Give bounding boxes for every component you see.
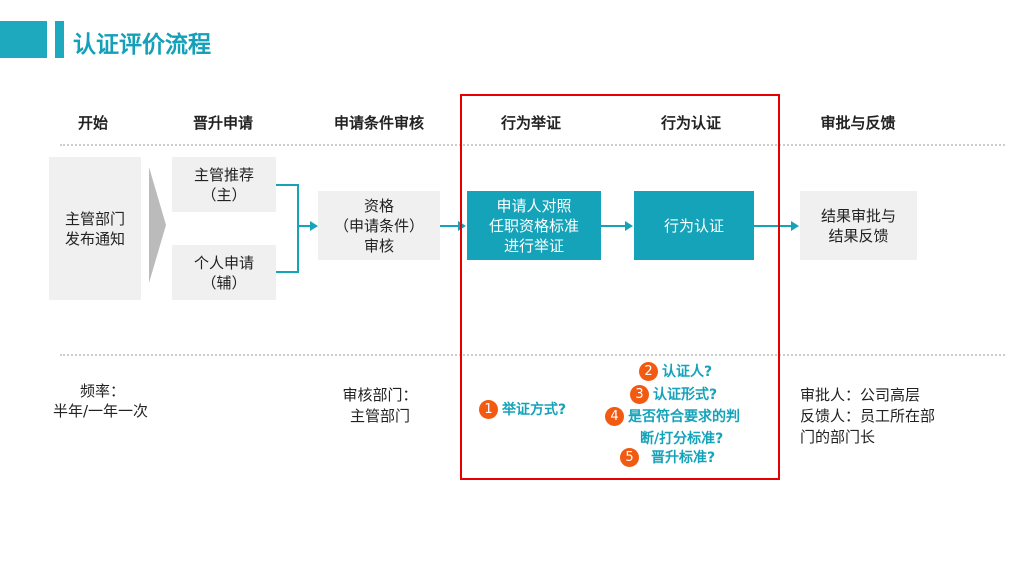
header-bar: [55, 21, 64, 58]
number-badge: 1: [479, 399, 498, 419]
box-evidence: 申请人对照 任职资格标准 进行举证: [467, 191, 601, 260]
question-text: 认证形式?: [653, 387, 718, 403]
frequency-label: 频率：: [80, 382, 126, 400]
number-badge: 4: [605, 406, 624, 426]
question-5: 5 晋升标准?: [620, 447, 715, 467]
approval-info: 审批人：公司高层 反馈人：员工所在部 门的部门长: [800, 386, 936, 446]
question-text: 举证方式?: [502, 402, 567, 418]
arrow-icon: [310, 221, 318, 231]
divider-top: [60, 144, 1005, 146]
box-recommend: 主管推荐 （主）: [172, 157, 276, 212]
box-certify: 行为认证: [634, 191, 754, 260]
arrow-icon: [791, 221, 799, 231]
header-apply: 晋升申请: [192, 114, 253, 132]
header-evidence: 行为举证: [500, 114, 561, 132]
header-certify: 行为认证: [660, 114, 721, 132]
number-badge: 2: [639, 361, 658, 381]
question-4-cont: 断/打分标准?: [640, 428, 723, 448]
box-qualify: 资格 （申请条件） 审核: [318, 191, 440, 260]
question-text: 认证人?: [662, 364, 713, 380]
question-text: 断/打分标准?: [640, 431, 724, 447]
connector: [297, 184, 299, 273]
connector: [276, 271, 299, 273]
frequency-value: 半年/一年一次: [53, 402, 149, 420]
divider-bottom: [60, 354, 1005, 356]
connector: [601, 225, 626, 227]
header-review: 申请条件审核: [333, 114, 424, 132]
connector: [276, 184, 299, 186]
box-personal: 个人申请 （辅）: [172, 245, 276, 300]
header-block: [0, 21, 47, 58]
question-text: 是否符合要求的判: [628, 409, 740, 425]
header-start: 开始: [77, 114, 108, 132]
connector: [297, 225, 311, 227]
arrow-icon: [458, 221, 466, 231]
arrow-icon: [625, 221, 633, 231]
number-badge: 5: [620, 447, 639, 467]
chevron-icon: [149, 167, 166, 283]
box-start: 主管部门 发布通知: [49, 157, 141, 300]
review-dept: 审核部门： 主管部门: [342, 386, 418, 425]
number-badge: 3: [630, 384, 649, 404]
question-text: 晋升标准?: [651, 450, 716, 466]
page-title: 认证评价流程: [73, 32, 211, 58]
connector: [754, 225, 792, 227]
highlight-frame: [460, 94, 780, 480]
connector: [440, 225, 458, 227]
header-approval: 审批与反馈: [820, 114, 896, 132]
box-result: 结果审批与 结果反馈: [800, 191, 917, 260]
